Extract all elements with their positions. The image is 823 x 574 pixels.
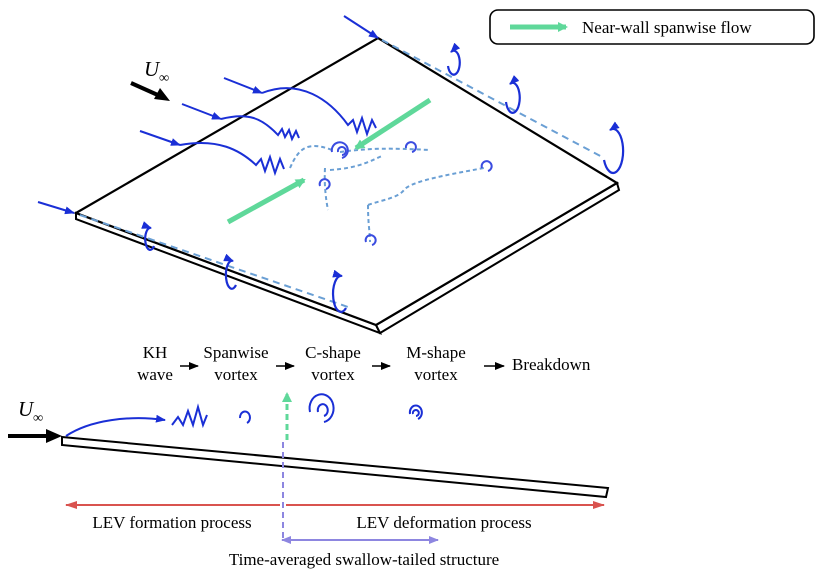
stage-1-line2: wave	[137, 365, 173, 384]
freestream-symbol-side: U	[18, 397, 35, 421]
edge-vortex-symbols	[141, 42, 625, 313]
freestream-subscript-side: ∞	[33, 411, 43, 426]
stage-3-line1: C-shape	[305, 343, 361, 362]
freestream-arrow-side: U∞	[8, 397, 62, 443]
surface-streamlines	[179, 87, 377, 177]
freestream-symbol: U	[144, 57, 161, 81]
svg-text:U∞: U∞	[18, 397, 43, 426]
freestream-subscript: ∞	[159, 71, 169, 86]
stage-2-line2: vortex	[214, 365, 258, 384]
surface-vortex-curls	[318, 141, 493, 246]
process-arrows	[65, 501, 605, 544]
legend-label: Near-wall spanwise flow	[582, 18, 752, 37]
incoming-streamlines	[37, 15, 379, 215]
side-view-vortices	[65, 393, 423, 437]
freestream-arrow-3d: U∞	[130, 57, 170, 101]
label-swallow-tailed-structure: Time-averaged swallow-tailed structure	[229, 550, 499, 569]
plate-top-surface	[73, 36, 620, 327]
vortex-axes	[79, 39, 605, 308]
label-deformation-process: LEV deformation process	[356, 513, 531, 532]
plate-side-view	[61, 435, 610, 499]
stage-3-line2: vortex	[311, 365, 355, 384]
stage-4-line1: M-shape	[406, 343, 465, 362]
stage-labels: KH wave Spanwise vortex C-shape vortex M…	[137, 343, 591, 384]
stage-4-line2: vortex	[414, 365, 458, 384]
label-formation-process: LEV formation process	[92, 513, 251, 532]
svg-text:U∞: U∞	[144, 57, 169, 86]
legend: Near-wall spanwise flow	[489, 9, 815, 45]
stage-1-line1: KH	[143, 343, 168, 362]
spanwise-flow-arrows	[226, 97, 432, 225]
stage-2-line1: Spanwise	[203, 343, 268, 362]
plate-3d	[73, 36, 621, 335]
stage-5-line1: Breakdown	[512, 355, 591, 374]
legend-box	[489, 9, 815, 45]
